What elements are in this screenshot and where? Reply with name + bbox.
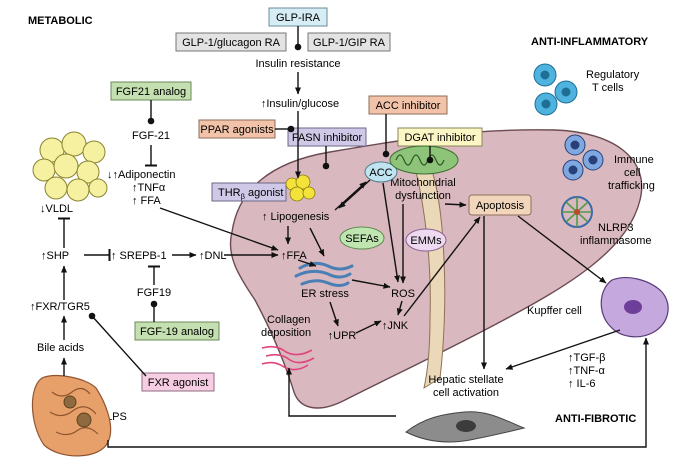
fxr-agonist-box: FXR agonist bbox=[141, 372, 215, 392]
kupffer-label: Kupffer cell bbox=[527, 305, 582, 317]
collagen-label-1: Collagen bbox=[267, 314, 310, 326]
immune-label-3: trafficking bbox=[608, 180, 655, 192]
fasn-inhibitor-label: FASN inhibitor bbox=[292, 132, 363, 144]
adiponectin-label: ↓↑Adiponectin bbox=[107, 169, 176, 181]
regulatory-label-1: Regulatory bbox=[586, 69, 640, 81]
lipogenesis-label: ↑ Lipogenesis bbox=[262, 211, 330, 223]
tgfb-label: ↑TGF-β bbox=[568, 352, 606, 364]
acc-oval: ACC bbox=[364, 161, 398, 183]
glp1-glucagon-label: GLP-1/glucagon RA bbox=[182, 37, 280, 49]
collagen-label-2: deposition bbox=[261, 327, 311, 339]
thr-agonist-box: THRβ agonist bbox=[211, 182, 287, 202]
header-metabolic: METABOLIC bbox=[28, 15, 93, 27]
bile-acids-label: Bile acids bbox=[37, 342, 85, 354]
fxr-tgr5-label: ↑FXR/TGR5 bbox=[30, 301, 90, 313]
regulatory-t-cells-icon bbox=[533, 63, 578, 116]
regulatory-label-2: T cells bbox=[592, 82, 624, 94]
collagen-fibers-icon bbox=[261, 345, 315, 371]
intestine-icon bbox=[31, 375, 112, 457]
upr-label: ↑UPR bbox=[328, 330, 357, 342]
hsc-label-1: Hepatic stellate bbox=[428, 374, 503, 386]
tnfa-label: ↑TNFα bbox=[132, 182, 166, 194]
apoptosis-box: Apoptosis bbox=[468, 194, 532, 216]
header-anti-inflammatory: ANTI-INFLAMMATORY bbox=[531, 36, 649, 48]
apoptosis-label: Apoptosis bbox=[476, 200, 525, 212]
acc-inhibitor-box: ACC inhibitor bbox=[368, 95, 448, 115]
fgf21-analog-box: FGF21 analog bbox=[110, 81, 192, 101]
shp-label: ↑SHP bbox=[41, 250, 69, 262]
hsc-label-2: cell activation bbox=[433, 387, 499, 399]
dgat-inhibitor-box: DGAT inhibitor bbox=[397, 127, 483, 147]
nlrp3-inflammasome-icon bbox=[561, 196, 593, 228]
lps-label: LPS bbox=[106, 411, 127, 423]
insulin-resistance-label: Insulin resistance bbox=[256, 58, 341, 70]
jnk-label: ↑JNK bbox=[382, 320, 409, 332]
mitochondrion-icon bbox=[389, 145, 459, 175]
emms-label: EMMs bbox=[410, 235, 442, 247]
glp1-glucagon-box: GLP-1/glucagon RA bbox=[175, 32, 287, 52]
il6-label: ↑ IL-6 bbox=[568, 378, 596, 390]
immune-cells-icon bbox=[562, 134, 604, 181]
dnl-label: ↑DNL bbox=[199, 250, 227, 262]
lipid-droplet-icon bbox=[285, 174, 316, 202]
ros-label: ROS bbox=[391, 288, 415, 300]
immune-label-1: Immune bbox=[614, 154, 654, 166]
ppar-agonists-box: PPAR agonists bbox=[198, 119, 276, 139]
fgf19-analog-box: FGF-19 analog bbox=[134, 321, 220, 341]
adipocyte-cluster-icon bbox=[32, 131, 108, 202]
vldl-label: ↓VLDL bbox=[40, 203, 73, 215]
ppar-agonists-label: PPAR agonists bbox=[200, 124, 274, 136]
fgf19-analog-label: FGF-19 analog bbox=[140, 326, 214, 338]
ffa-left-label: ↑ FFA bbox=[132, 195, 161, 207]
mito-label-2: dysfunction bbox=[395, 190, 451, 202]
er-stress-icon bbox=[294, 261, 354, 287]
tnf-alpha-label: ↑TNF-α bbox=[568, 365, 606, 377]
emms-oval: EMMs bbox=[405, 228, 447, 252]
glp-ira-label: GLP-IRA bbox=[276, 12, 321, 24]
acc-inhibitor-label: ACC inhibitor bbox=[376, 100, 441, 112]
fasn-inhibitor-box: FASN inhibitor bbox=[287, 127, 367, 147]
sefas-oval: SEFAs bbox=[339, 226, 385, 250]
fgf21-label: FGF-21 bbox=[132, 130, 170, 142]
mito-label-1: Mitochondrial bbox=[390, 177, 455, 189]
insulin-glucose-label: ↑Insulin/glucose bbox=[261, 98, 339, 110]
fxr-agonist-label: FXR agonist bbox=[148, 377, 209, 389]
glp1-gip-box: GLP-1/GIP RA bbox=[307, 32, 391, 52]
acc-label: ACC bbox=[369, 167, 392, 179]
srepb-label: ↑ SREPB-1 bbox=[111, 250, 167, 262]
fgf19-label: FGF19 bbox=[137, 287, 171, 299]
nlrp3-label-2: inflammasome bbox=[580, 235, 652, 247]
stellate-cell-icon bbox=[405, 411, 526, 443]
immune-label-2: cell bbox=[624, 167, 641, 179]
glp1-gip-label: GLP-1/GIP RA bbox=[313, 37, 386, 49]
thr-agonist-label: THRβ agonist bbox=[218, 187, 283, 201]
nlrp3-label-1: NLRP3 bbox=[598, 222, 633, 234]
kupffer-cell-icon bbox=[600, 277, 669, 338]
header-anti-fibrotic: ANTI-FIBROTIC bbox=[555, 413, 636, 425]
connectors bbox=[58, 26, 649, 448]
ffa-liver-label: ↑FFA bbox=[281, 250, 307, 262]
fgf21-analog-label: FGF21 analog bbox=[116, 86, 186, 98]
glp-ira-box: GLP-IRA bbox=[268, 7, 328, 27]
sefas-label: SEFAs bbox=[345, 233, 379, 245]
er-stress-label: ER stress bbox=[301, 288, 349, 300]
dgat-inhibitor-label: DGAT inhibitor bbox=[404, 132, 475, 144]
